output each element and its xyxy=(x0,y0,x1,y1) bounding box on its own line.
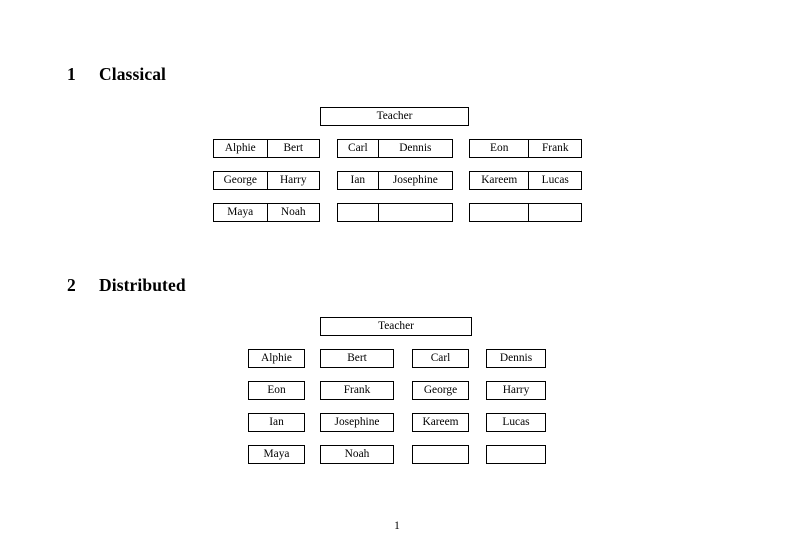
section-heading-classical: 1 Classical xyxy=(67,64,166,85)
section-heading-distributed: 2 Distributed xyxy=(67,275,186,296)
student-box: Harry xyxy=(486,381,546,400)
page-number: 1 xyxy=(394,520,400,532)
student-pair-group: George Harry xyxy=(213,171,320,190)
student-box: Maya xyxy=(248,445,305,464)
student-box: Kareem xyxy=(412,413,469,432)
student-cell-empty xyxy=(470,204,530,221)
student-cell: Lucas xyxy=(541,174,569,186)
student-cell: Carl xyxy=(338,140,379,157)
section-number: 1 xyxy=(67,64,76,84)
section-title: Classical xyxy=(99,64,167,84)
student-cell: Ian xyxy=(338,172,379,189)
section-title: Distributed xyxy=(99,275,186,295)
student-box: Alphie xyxy=(248,349,305,368)
student-cell: Maya xyxy=(214,204,268,221)
student-pair-group-empty xyxy=(337,203,453,222)
student-box: Carl xyxy=(412,349,469,368)
student-cell: Bert xyxy=(283,142,304,154)
student-box: Josephine xyxy=(320,413,394,432)
student-cell: Noah xyxy=(280,206,306,218)
student-box: Bert xyxy=(320,349,394,368)
student-cell: Dennis xyxy=(399,142,432,154)
student-cell: Frank xyxy=(541,142,569,154)
student-pair-group: Alphie Bert xyxy=(213,139,320,158)
student-box: Ian xyxy=(248,413,305,432)
student-pair-group: Maya Noah xyxy=(213,203,320,222)
teacher-box-classical: Teacher xyxy=(320,107,469,126)
student-cell: George xyxy=(214,172,268,189)
student-box-empty xyxy=(412,445,469,464)
student-cell: Kareem xyxy=(470,172,530,189)
student-box: Frank xyxy=(320,381,394,400)
student-pair-group-empty xyxy=(469,203,582,222)
student-pair-group: Carl Dennis xyxy=(337,139,453,158)
student-box-empty xyxy=(486,445,546,464)
student-pair-group: Eon Frank xyxy=(469,139,582,158)
student-cell: Eon xyxy=(470,140,530,157)
student-cell-empty xyxy=(338,204,379,221)
section-number: 2 xyxy=(67,275,76,295)
student-cell-empty xyxy=(529,204,581,221)
student-cell: Josephine xyxy=(392,174,438,186)
student-cell: Harry xyxy=(279,174,307,186)
student-box: Noah xyxy=(320,445,394,464)
teacher-box-distributed: Teacher xyxy=(320,317,472,336)
student-box: Lucas xyxy=(486,413,546,432)
student-cell: Alphie xyxy=(214,140,268,157)
student-box: George xyxy=(412,381,469,400)
student-pair-group: Ian Josephine xyxy=(337,171,453,190)
student-pair-group: Kareem Lucas xyxy=(469,171,582,190)
student-cell-empty xyxy=(379,204,452,221)
student-box: Dennis xyxy=(486,349,546,368)
student-box: Eon xyxy=(248,381,305,400)
